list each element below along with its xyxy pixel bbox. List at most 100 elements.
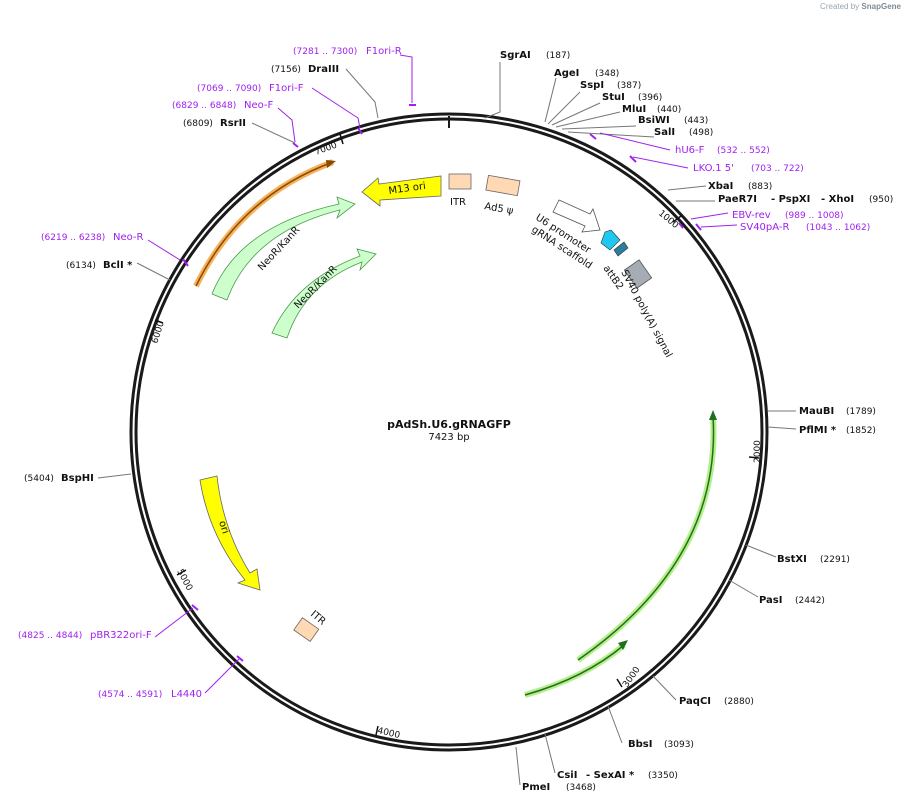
- site-pos-mlui: (440): [657, 105, 681, 115]
- site-name-sexai: - SexAI *: [586, 770, 635, 781]
- site-name-mlui: MluI: [622, 104, 646, 115]
- site-name-pasi: PasI: [759, 595, 782, 606]
- primer-pos-neo-r: (6219 .. 6238): [41, 233, 105, 243]
- feature-green-arc-2: [524, 640, 628, 698]
- primer-ticks: [182, 104, 702, 662]
- site-pos-pmei: (3468): [566, 783, 596, 793]
- feature-neor-kanr-2: NeoR/KanR: [271, 248, 377, 339]
- primer-pos-pbr322ori-f: (4825 .. 4844): [18, 631, 82, 641]
- site-pos-rsrii: (6809): [183, 119, 213, 129]
- primer-name-l4440: L4440: [171, 689, 202, 700]
- site-pos-bbsi: (3093): [664, 740, 694, 750]
- primer-pos-l4440: (4574 .. 4591): [98, 690, 162, 700]
- label-itr-1: ITR: [450, 197, 466, 208]
- primer-ebv-rev: EBV-rev (989 .. 1008): [732, 210, 844, 221]
- site-name-bbsi: BbsI: [628, 739, 652, 750]
- site-name-bsphi: BspHI: [61, 473, 94, 484]
- site-maubi: MauBI (1789): [799, 406, 876, 417]
- site-bcli: (6134) BclI *: [66, 260, 133, 271]
- primer-neo-r: (6219 .. 6238) Neo-R: [41, 232, 144, 243]
- site-pos-bcli: (6134): [66, 261, 96, 271]
- site-name-bsiwi: BsiWI: [638, 115, 670, 126]
- site-pos-bsphi: (5404): [24, 474, 54, 484]
- site-pmei: PmeI (3468): [522, 782, 596, 793]
- site-sali: SalI (498): [654, 127, 713, 138]
- site-name-csii: CsiI: [557, 770, 577, 781]
- tick-label-2000: 2000: [753, 440, 763, 463]
- feature-orange-arc: [193, 159, 336, 288]
- label-m13-ori: M13 ori: [388, 181, 427, 197]
- site-name-pspxi: - PspXI: [771, 194, 810, 205]
- tick-label-6000: 6000: [150, 320, 167, 345]
- feature-ad5-psi: Ad5 ψ: [483, 174, 521, 217]
- feature-sv40-polya: SV40 poly(A) signal: [618, 259, 674, 360]
- site-leaders: [97, 62, 797, 786]
- site-pos-paqci: (2880): [724, 697, 754, 707]
- feature-green-arc-1: [576, 410, 717, 663]
- site-sgrai: SgrAI (187): [500, 50, 570, 61]
- label-ad5-psi: Ad5 ψ: [483, 201, 514, 217]
- site-pflmi: PflMI * (1852): [799, 425, 876, 436]
- primer-neo-f: (6829 .. 6848) Neo-F: [172, 100, 274, 111]
- site-rsrii: (6809) RsrII: [183, 118, 246, 129]
- site-name-paqci: PaqCI: [679, 696, 711, 707]
- primer-name-lko: LKO.1 5': [693, 163, 734, 174]
- label-ori: ori: [216, 520, 230, 536]
- feature-attb2: attB2: [601, 241, 629, 292]
- site-xbai: XbaI (883): [708, 181, 772, 192]
- site-paer7i: PaeR7I - PspXI - XhoI (950): [718, 194, 893, 205]
- primer-leaders: [147, 54, 738, 694]
- feature-ori: ori: [199, 475, 261, 591]
- site-pos-pflmi: (1852): [846, 426, 876, 436]
- credit-brand: SnapGene: [861, 2, 901, 11]
- primer-name-f1ori-r: F1ori-R: [366, 46, 402, 57]
- site-agei: AgeI (348): [554, 68, 619, 79]
- plasmid-name: pAdSh.U6.gRNAGFP: [387, 418, 511, 431]
- site-name-agei: AgeI: [554, 68, 579, 79]
- primer-hu6-f: hU6-F (532 .. 552): [675, 145, 770, 156]
- feature-itr-1: ITR: [448, 173, 472, 208]
- site-name-bcli: BclI *: [103, 260, 133, 271]
- credit: Created by SnapGene: [820, 2, 901, 11]
- primer-pos-neo-f: (6829 .. 6848): [172, 101, 236, 111]
- site-name-sspi: SspI: [580, 80, 604, 91]
- site-name-xhoi: - XhoI: [821, 194, 854, 205]
- site-sspi: SspI (387): [580, 80, 641, 91]
- site-pos-maubi: (1789): [846, 407, 876, 417]
- primer-name-sv40pa-r: SV40pA-R: [740, 222, 789, 233]
- site-pos-bstxi: (2291): [820, 555, 850, 565]
- site-name-xbai: XbaI: [708, 181, 733, 192]
- site-pos-pasi: (2442): [795, 596, 825, 606]
- primer-f1ori-r: (7281 .. 7300) F1ori-R: [293, 46, 402, 57]
- site-pos-xbai: (883): [748, 182, 772, 192]
- site-name-rsrii: RsrII: [220, 118, 246, 129]
- site-bsiwi: BsiWI (443): [638, 115, 708, 126]
- site-pasi: PasI (2442): [759, 595, 825, 606]
- primer-pos-f1ori-r: (7281 .. 7300): [293, 47, 357, 57]
- site-pos-stui: (396): [638, 93, 662, 103]
- site-name-pmei: PmeI: [522, 782, 550, 793]
- primer-f1ori-f: (7069 .. 7090) F1ori-F: [197, 83, 304, 94]
- primer-name-hu6-f: hU6-F: [675, 145, 705, 156]
- primer-name-neo-f: Neo-F: [244, 100, 274, 111]
- site-mlui: MluI (440): [622, 104, 681, 115]
- site-pos-sali: (498): [689, 128, 713, 138]
- primer-pos-f1ori-f: (7069 .. 7090): [197, 84, 261, 94]
- plasmid-length: 7423 bp: [428, 432, 469, 443]
- site-pos-sgrai: (187): [546, 51, 570, 61]
- primer-pos-sv40pa-r: (1043 .. 1062): [806, 223, 870, 233]
- tick-2000: 2000: [748, 440, 763, 463]
- credit-prefix: Created by: [820, 2, 860, 11]
- site-pos-csii: (3350): [648, 771, 678, 781]
- site-bstxi: BstXI (2291): [777, 554, 850, 565]
- primer-name-ebv-rev: EBV-rev: [732, 210, 771, 221]
- primer-l4440: (4574 .. 4591) L4440: [98, 689, 202, 700]
- site-bbsi: BbsI (3093): [628, 739, 694, 750]
- feature-m13-ori: M13 ori: [361, 175, 442, 207]
- site-name-paer7i: PaeR7I: [718, 194, 757, 205]
- primer-name-f1ori-f: F1ori-F: [269, 83, 304, 94]
- primer-pbr322ori-f: (4825 .. 4844) pBR322ori-F: [18, 630, 152, 641]
- site-pos-paer7i: (950): [869, 195, 893, 205]
- site-name-stui: StuI: [602, 92, 625, 103]
